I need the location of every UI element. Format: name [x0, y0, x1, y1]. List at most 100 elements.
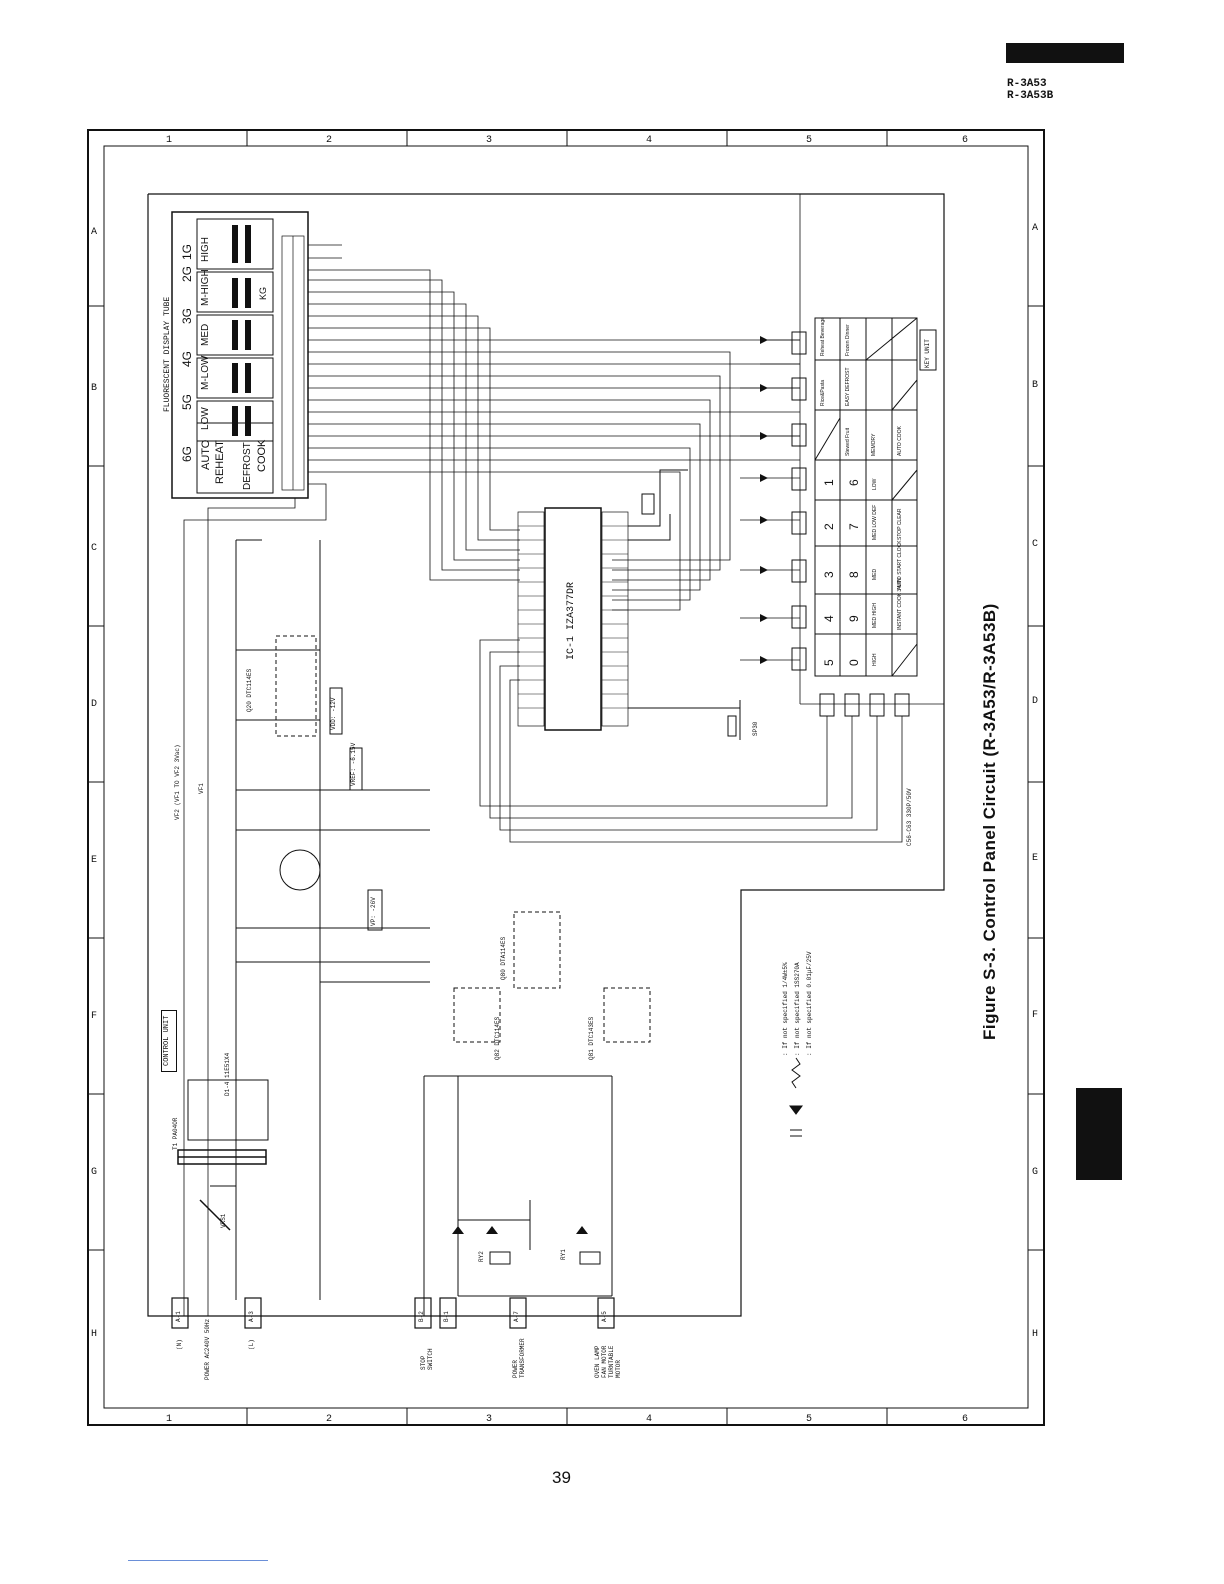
- connector-a7: A-7: [513, 1311, 520, 1322]
- grid-row-B-left: B: [91, 383, 97, 394]
- bridge-diode-label: D1-4 11E51X4: [224, 1052, 231, 1096]
- grid-col-6-top: 6: [962, 135, 968, 146]
- figure-caption: Figure S-3. Control Panel Circuit (R-3A5…: [980, 603, 999, 1040]
- key-9: 9: [847, 615, 861, 622]
- ic-1: [517, 507, 629, 731]
- display-legend-kg: KG: [258, 286, 268, 300]
- grid-row-G-right: G: [1032, 1167, 1038, 1178]
- display-legend-low: LOW: [200, 407, 211, 430]
- diode-array: [760, 336, 768, 664]
- q82-label: Q82 DTC114ES: [494, 1016, 501, 1060]
- display-legend-med: MED: [200, 323, 211, 346]
- key-unit-label: KEY UNIT: [924, 339, 931, 368]
- section-index-tab: [1076, 1088, 1122, 1180]
- grid-row-C-left: C: [91, 543, 97, 554]
- connector-a5: A-5: [601, 1311, 608, 1322]
- label-power-transformer: POWER TRANSFORMER: [512, 1338, 526, 1378]
- vf1-label: VF1: [198, 783, 205, 794]
- key-med-high: MED HIGH: [872, 603, 878, 628]
- display-legend-auto: AUTO: [200, 439, 212, 470]
- grid-row-E-left: E: [91, 855, 97, 866]
- control-unit-label-box: [161, 1010, 177, 1072]
- display-grid-4g: 4G: [180, 350, 194, 367]
- key-3: 3: [822, 571, 836, 578]
- vrs-label: VRS1: [220, 1213, 227, 1228]
- grid-col-1-top: 1: [166, 135, 172, 146]
- key-8: 8: [847, 571, 861, 578]
- q20-label: Q20 DTC114ES: [246, 668, 253, 712]
- key-4: 4: [822, 615, 836, 622]
- key-1: 1: [822, 479, 836, 486]
- model-number-1: R-3A53: [1007, 78, 1047, 90]
- grid-col-2-top: 2: [326, 135, 332, 146]
- key-rice-pasta: Rice&Pasta: [820, 379, 826, 406]
- grid-row-H-right: H: [1032, 1329, 1038, 1340]
- key-reheat-beverage: Reheat Beverage: [820, 317, 826, 356]
- grid-col-5-top: 5: [806, 135, 812, 146]
- key-instant-cook: INSTANT COOK 3 MIN: [897, 578, 903, 630]
- key-med-low-def: MED LOW DEF: [872, 504, 878, 540]
- label-power: POWER AC240V 50Hz: [204, 1318, 211, 1380]
- key-auto-cook: AUTO COOK: [897, 426, 903, 456]
- cap-label: C56-C63 330P/50V: [906, 788, 913, 846]
- grid-col-3-top: 3: [486, 135, 492, 146]
- header-black-bar: [1006, 43, 1124, 63]
- grid-row-C-right: C: [1032, 539, 1038, 550]
- display-legend-high: HIGH: [200, 237, 211, 262]
- key-memory: MEMORY: [871, 433, 877, 456]
- grid-row-A-right: A: [1032, 223, 1038, 234]
- grid-col-4-top: 4: [646, 135, 652, 146]
- display-legend-m-high: M-HIGH: [200, 269, 211, 306]
- display-grid-6g: 6G: [180, 445, 194, 462]
- key-stewed-fruit: Stewed Fruit: [845, 427, 851, 456]
- q81-label: Q81 DTC143ES: [588, 1016, 595, 1060]
- grid-row-G-left: G: [91, 1167, 97, 1178]
- vref-label: VREF: -6.15V: [350, 742, 357, 786]
- key-med: MED: [872, 568, 878, 580]
- grid-row-A-left: A: [91, 227, 97, 238]
- power-transformer: [177, 1079, 269, 1231]
- ry2-label: RY2: [478, 1251, 485, 1262]
- grid-col-2-bottom: 2: [326, 1414, 332, 1425]
- grid-col-1-bottom: 1: [166, 1414, 172, 1425]
- control-unit-label: CONTROL UNIT: [163, 1015, 171, 1066]
- note-diode: : If not specified 1SS270A: [794, 962, 801, 1056]
- vdd-label: VDD: -12V: [330, 697, 337, 730]
- display-legend-defrost: DEFROST: [242, 442, 253, 490]
- footer-link-underline: [128, 1560, 268, 1561]
- grid-col-5-bottom: 5: [806, 1414, 812, 1425]
- grid-row-F-left: F: [91, 1011, 97, 1022]
- q80-label: Q80 DTA114ES: [500, 936, 507, 980]
- buzzer-label: SP30: [752, 721, 759, 736]
- key-low: LOW: [872, 478, 878, 490]
- grid-row-B-right: B: [1032, 380, 1038, 391]
- grid-col-3-bottom: 3: [486, 1414, 492, 1425]
- connector-a3: A-3: [248, 1311, 255, 1322]
- grid-row-E-right: E: [1032, 853, 1038, 864]
- connector-a1: A-1: [175, 1311, 182, 1322]
- key-7: 7: [847, 523, 861, 530]
- transformer-label: T1 PA04OR: [172, 1117, 179, 1150]
- page-number: 39: [552, 1468, 571, 1487]
- grid-row-D-left: D: [91, 699, 97, 710]
- label-oven-lamp: OVEN LAMP FAN MOTOR TURNTABLE MOTOR: [594, 1345, 622, 1378]
- key-2: 2: [822, 523, 836, 530]
- display-legend-m-low: M-LOW: [200, 355, 211, 390]
- display-tube-title: FLUORESCENT DISPLAY TUBE: [163, 296, 172, 412]
- fluorescent-display-tube: [171, 211, 309, 499]
- ry1-label: RY1: [560, 1249, 567, 1260]
- display-legend-reheat: REHEAT: [214, 440, 226, 484]
- model-number-2: R-3A53B: [1007, 90, 1054, 102]
- note-capacitor: : If not specified 0.01μF/25V: [806, 951, 813, 1056]
- vp-label: VP: -26V: [370, 897, 377, 926]
- grid-row-F-right: F: [1032, 1010, 1038, 1021]
- display-legend-cook: COOK: [256, 439, 268, 472]
- note-resistor: : If not specified 1/4W±5%: [782, 962, 789, 1056]
- connector-b1: B-1: [443, 1311, 450, 1322]
- display-grid-1g: 1G: [180, 243, 194, 260]
- key-easy-defrost: EASY DEFROST: [845, 367, 851, 406]
- connector-b2: B-2: [418, 1311, 425, 1322]
- key-stop-clear: STOP CLEAR: [897, 508, 903, 541]
- key-6: 6: [847, 479, 861, 486]
